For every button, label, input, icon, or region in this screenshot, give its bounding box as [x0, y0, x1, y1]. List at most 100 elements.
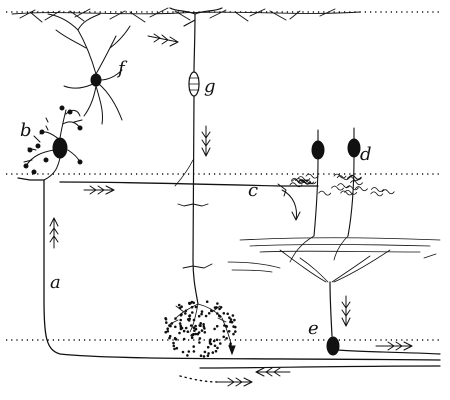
layer-boundaries — [6, 12, 440, 340]
stipple-dot — [217, 347, 219, 349]
stipple-dot — [165, 318, 167, 320]
stipple-dot — [187, 319, 189, 321]
stipple-dot — [189, 302, 191, 304]
lower-plexus — [228, 236, 440, 282]
stipple-dot — [209, 341, 211, 343]
plexus-fiber — [334, 174, 346, 178]
stipple-dot — [188, 351, 190, 353]
stipple-dot — [179, 332, 181, 334]
stipple-dot — [227, 313, 229, 315]
small-mark — [46, 118, 48, 130]
stipple-dot — [207, 355, 209, 357]
stipple-dot — [213, 340, 215, 342]
stipple-dot — [194, 330, 196, 332]
stipple-dot — [187, 355, 189, 357]
stipple-dot — [203, 324, 205, 326]
stipple-dot — [214, 328, 216, 330]
terminal-arborisation — [165, 301, 236, 357]
stipple-dot — [208, 313, 210, 315]
stipple-dot — [220, 307, 222, 309]
stipple-dot — [217, 313, 219, 315]
stipple-dot — [173, 342, 175, 344]
stipple-dot — [193, 327, 195, 329]
stipple-dot — [185, 313, 187, 315]
stipple-dot — [183, 330, 185, 332]
stipple-dot — [215, 350, 217, 352]
stipple-dot — [167, 328, 169, 330]
stipple-dot — [203, 326, 205, 328]
direction-arrows — [50, 34, 412, 386]
stipple-dot — [219, 308, 221, 310]
stipple-dot — [233, 333, 235, 335]
stipple-dot — [234, 319, 236, 321]
stipple-dot — [214, 345, 216, 347]
stipple-dot — [166, 322, 168, 324]
stipple-dot — [217, 303, 219, 305]
label-b: b — [20, 120, 32, 141]
label-f: f — [116, 58, 128, 79]
stipple-dot — [187, 331, 189, 333]
stipple-dot — [214, 307, 216, 309]
neuron-b — [24, 106, 82, 180]
stipple-dot — [210, 339, 212, 341]
stipple-dot — [200, 323, 202, 325]
stipple-dot — [223, 313, 225, 315]
stipple-dot — [169, 337, 171, 339]
stipple-dot — [169, 335, 171, 337]
label-d: d — [360, 144, 372, 165]
stipple-dot — [211, 310, 213, 312]
neuron-d — [290, 128, 394, 236]
stipple-dot — [216, 339, 218, 341]
stipple-dot — [235, 326, 237, 328]
stipple-dot — [191, 306, 193, 308]
axon-a-c — [18, 178, 440, 360]
neuron-e — [200, 282, 440, 368]
label-a: a — [50, 272, 61, 293]
label-e: e — [308, 318, 319, 339]
stipple-dot — [207, 346, 209, 348]
plexus-fiber — [382, 190, 394, 194]
stipple-dot — [204, 351, 206, 353]
stipple-dot — [178, 304, 180, 306]
stipple-dot — [193, 351, 195, 353]
stipple-dot — [169, 325, 171, 327]
stipple-dot — [199, 338, 201, 340]
stipple-dot — [232, 315, 234, 317]
stipple-dot — [185, 310, 187, 312]
stipple-dot — [179, 307, 181, 309]
neuron-g — [170, 8, 222, 304]
stipple-dot — [190, 325, 192, 327]
stipple-dot — [230, 319, 232, 321]
stipple-dot — [191, 335, 193, 337]
stipple-dot — [185, 327, 187, 329]
stipple-dot — [201, 330, 203, 332]
plexus-fiber — [371, 192, 383, 196]
stipple-dot — [198, 315, 200, 317]
stipple-dot — [171, 323, 173, 325]
plexus-fiber — [332, 186, 344, 190]
stipple-dot — [173, 345, 175, 347]
stipple-dot — [199, 342, 201, 344]
stipple-dot — [204, 328, 206, 330]
stipple-dot — [201, 313, 203, 315]
stipple-dot — [191, 337, 193, 339]
stipple-dot — [167, 331, 169, 333]
stipple-dot — [229, 317, 231, 319]
stipple-dot — [208, 353, 210, 355]
stipple-dot — [176, 347, 178, 349]
stipple-dot — [199, 325, 201, 327]
stipple-dot — [218, 315, 220, 317]
label-c: c — [248, 180, 258, 201]
plexus-fiber — [306, 174, 318, 178]
stipple-dot — [205, 315, 207, 317]
stipple-dot — [228, 331, 230, 333]
stipple-dot — [230, 321, 232, 323]
stipple-dot — [223, 336, 225, 338]
stipple-dot — [195, 325, 197, 327]
label-g: g — [204, 76, 216, 97]
stipple-dot — [181, 327, 183, 329]
labels: a b c d e f g — [20, 58, 372, 339]
stipple-dot — [192, 312, 194, 314]
stipple-dot — [195, 306, 197, 308]
